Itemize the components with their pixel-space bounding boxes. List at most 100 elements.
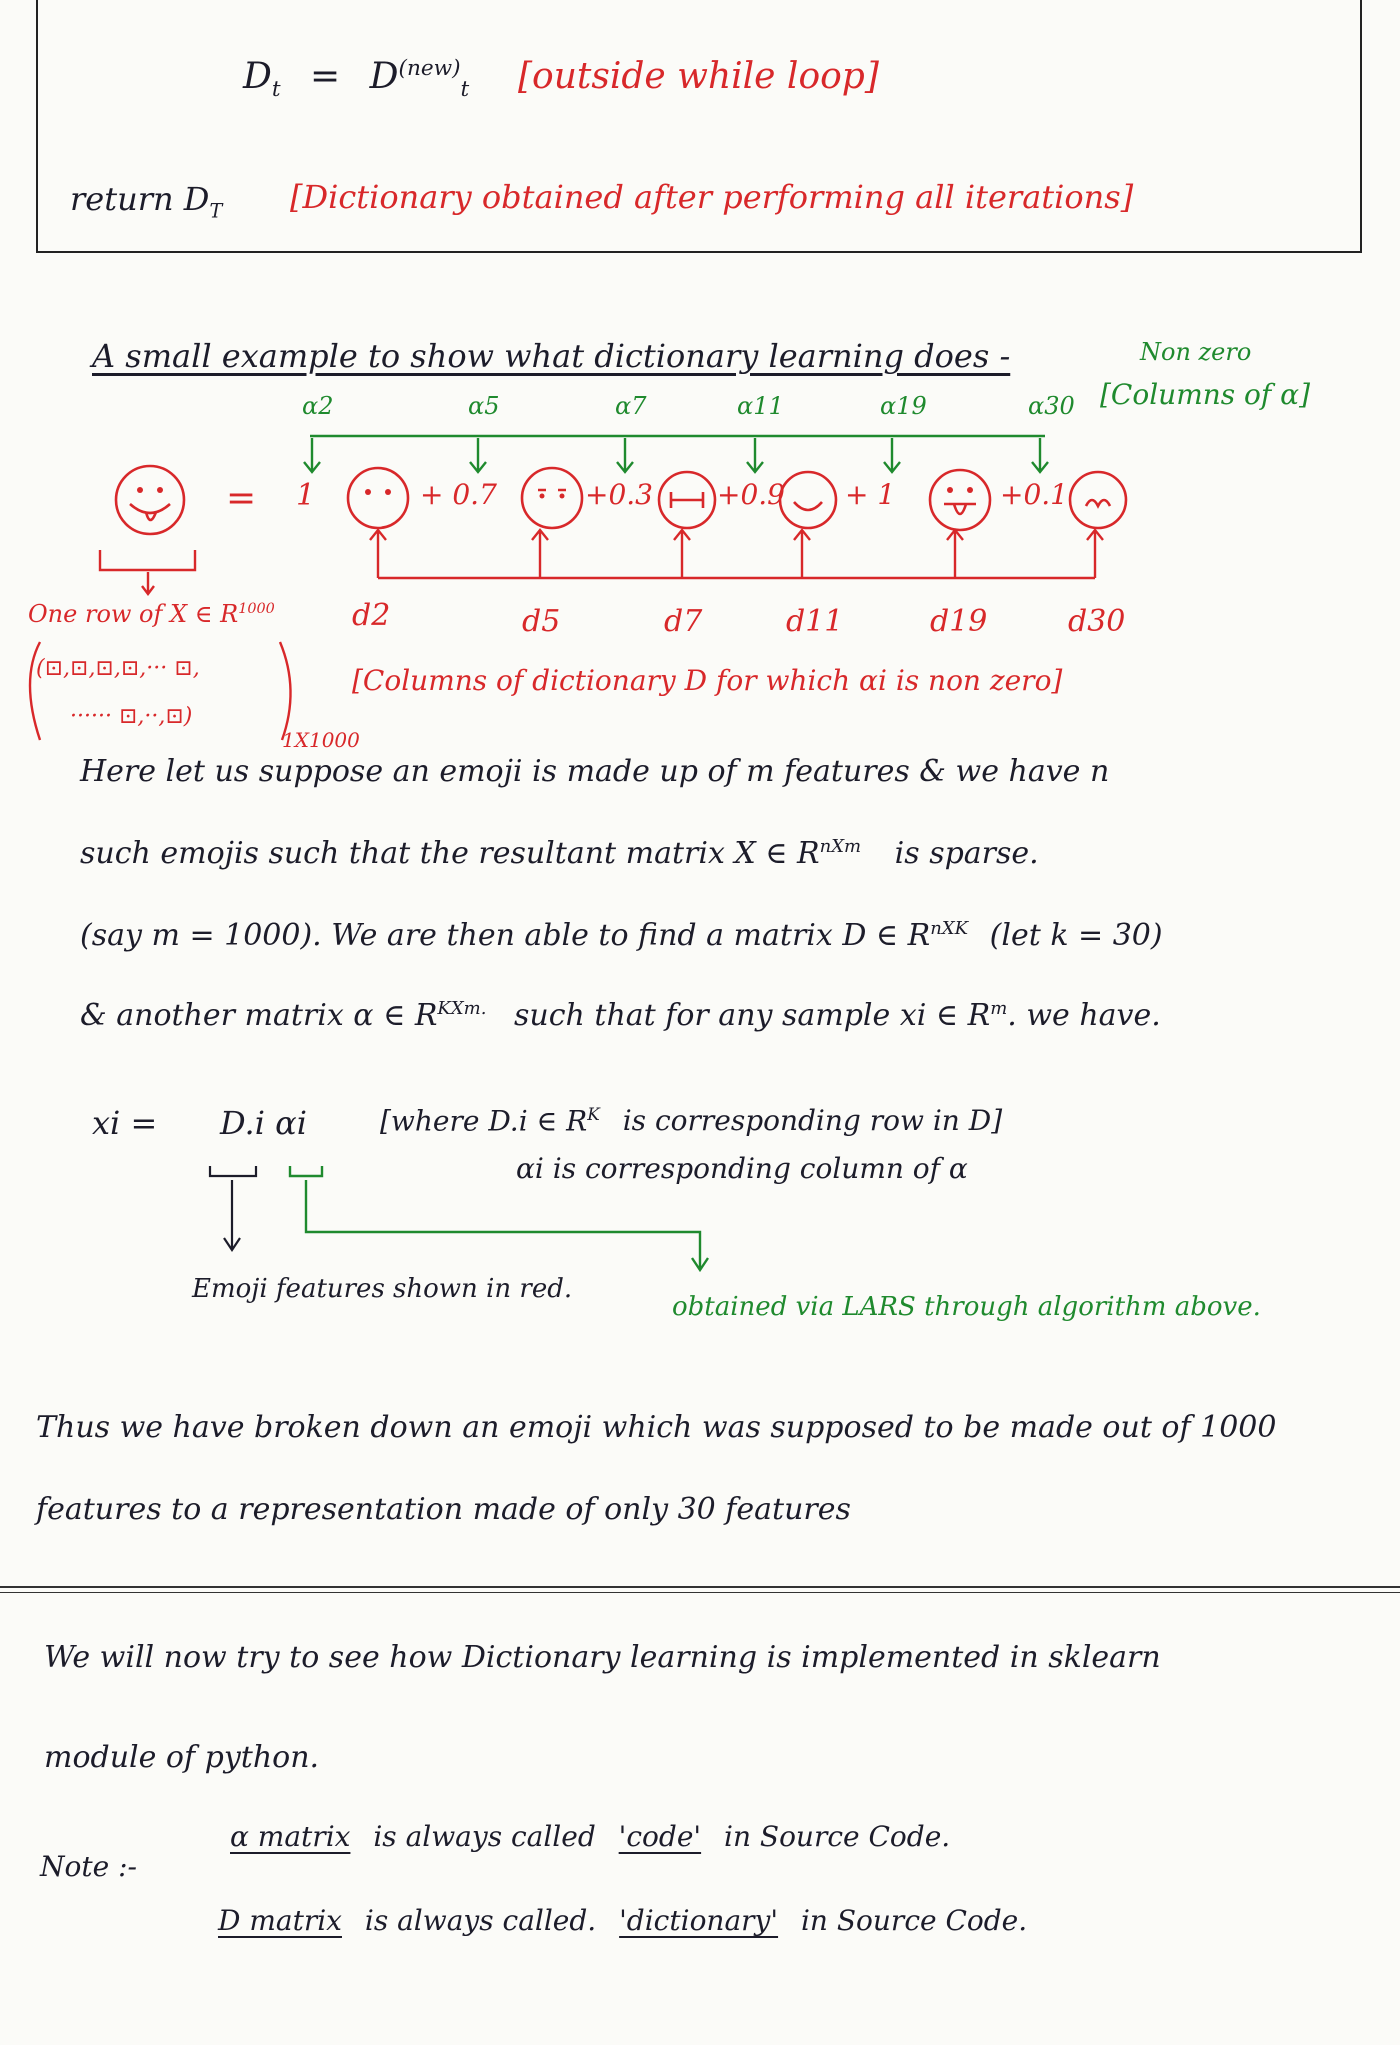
dictionary-arrows — [369, 528, 1104, 578]
alpha-matrix-term: α matrix — [230, 1820, 351, 1853]
coef-2: + 0.7 — [420, 478, 497, 511]
dt-rhs-sup: (new) — [398, 56, 461, 81]
paragraph-line-4: & another matrix α ∈ RKXm. such that for… — [80, 998, 1161, 1033]
row-vector-line1: (⊡,⊡,⊡,⊡,··· ⊡, — [36, 656, 200, 681]
where-1-sup: K — [587, 1104, 600, 1124]
dict-face-d7 — [657, 470, 717, 530]
where-1-text: [where D.i ∈ R — [380, 1104, 588, 1138]
d-label-5: d5 — [522, 604, 561, 639]
return-statement: return DT — [70, 180, 222, 222]
paragraph-line-1: Here let us suppose an emoji is made up … — [80, 754, 1110, 789]
dict-face-d5 — [520, 466, 584, 530]
p1-l2-end: is sparse. — [894, 836, 1039, 871]
alpha-label-7: α7 — [615, 392, 647, 420]
equation-where-line1: [where D.i ∈ RK is corresponding row in … — [380, 1104, 1002, 1137]
p1-l3-end: (let k = 30) — [989, 918, 1163, 953]
p1-l4-sup2: m — [990, 998, 1008, 1019]
row-vector-dim: 1X1000 — [282, 728, 360, 752]
return-lhs-sub: T — [209, 199, 223, 223]
row-vector-right-paren — [278, 641, 292, 741]
d-label-19: d19 — [930, 604, 988, 639]
coef-3: +0.3 — [585, 478, 653, 511]
dict-face-d19 — [928, 468, 992, 532]
one-row-text: One row of X ∈ R — [28, 600, 239, 628]
p1-l4-sup: KXm. — [437, 998, 487, 1019]
note2-rest: is always called. — [364, 1904, 597, 1937]
dictionary-obtained-note: [Dictionary obtained after performing al… — [290, 178, 1134, 216]
note-line-1: α matrix is always called 'code' in Sour… — [230, 1820, 950, 1853]
row-vector-line2: ······ ⊡,··,⊡) — [70, 704, 193, 729]
dt-lhs-sub: t — [271, 77, 281, 103]
d-bracket-arrow — [208, 1166, 258, 1252]
coef-5: + 1 — [845, 478, 896, 511]
d-label-2: d2 — [352, 598, 391, 633]
code-term: 'code' — [618, 1820, 702, 1853]
equation-where-line2: αi is corresponding column of α — [516, 1152, 968, 1185]
input-emoji-face — [114, 464, 186, 536]
dt-rhs-sub: t — [460, 77, 470, 103]
equation-lhs: xi = — [92, 1104, 158, 1142]
nonzero-label: Non zero — [1140, 338, 1252, 366]
p1-l4-end: such that for any sample xi ∈ R — [514, 998, 991, 1033]
sklearn-line-2: module of python. — [44, 1740, 320, 1775]
input-row-bracket — [98, 550, 197, 596]
where-1-end: is corresponding row in D] — [622, 1104, 1003, 1138]
p1-l3-sup: nXK — [930, 918, 969, 939]
d-matrix-term: D matrix — [218, 1904, 342, 1937]
equation-annotations — [208, 1166, 709, 1273]
emoji-equation-diagram — [28, 434, 1128, 741]
dict-face-d2 — [346, 466, 410, 530]
return-box — [36, 0, 1362, 253]
alpha-label-5: α5 — [468, 392, 500, 420]
one-row-label: One row of X ∈ R1000 — [28, 600, 275, 628]
columns-of-dictionary-note: [Columns of dictionary D for which αi is… — [352, 664, 1063, 697]
coef-1: 1 — [296, 478, 316, 513]
d-label-7: d7 — [664, 604, 703, 639]
p1-l4-text: & another matrix α ∈ R — [80, 998, 438, 1033]
columns-of-alpha-label: [Columns of α] — [1100, 378, 1310, 411]
dictionary-term: 'dictionary' — [619, 1904, 779, 1937]
section-divider — [0, 1586, 1400, 1588]
alpha-label-30: α30 — [1028, 392, 1075, 420]
note-label: Note :- — [40, 1850, 137, 1883]
coef-6: +0.1 — [1000, 478, 1068, 511]
section-divider-thin — [0, 1592, 1400, 1593]
return-lhs: return D — [70, 180, 210, 218]
paragraph-line-3: (say m = 1000). We are then able to find… — [80, 918, 1163, 953]
coef-4: +0.9 — [717, 478, 785, 511]
p1-l2-text: such emojis such that the resultant matr… — [80, 836, 820, 871]
dict-face-d11 — [778, 470, 838, 530]
row-vector-left-paren — [28, 641, 42, 741]
p1-l3-text: (say m = 1000). We are then able to find… — [80, 918, 931, 953]
dt-rhs: D — [369, 56, 399, 97]
note-line-2: D matrix is always called. 'dictionary' … — [218, 1904, 1027, 1937]
dt-lhs: D — [243, 56, 272, 97]
dt-assignment: Dt = D(new)t — [243, 56, 469, 102]
note2-end: in Source Code. — [800, 1904, 1028, 1937]
thus-line-1: Thus we have broken down an emoji which … — [36, 1410, 1277, 1445]
note1-end: in Source Code. — [724, 1820, 951, 1853]
outside-loop-note: [outside while loop] — [518, 56, 879, 97]
equals-sign: = — [226, 478, 257, 519]
alpha-arrow — [304, 1180, 709, 1273]
example-heading: A small example to show what dictionary … — [92, 337, 1011, 375]
thus-line-2: features to a representation made of onl… — [36, 1492, 851, 1527]
d-label-11: d11 — [786, 604, 844, 639]
alpha-label-19: α19 — [880, 392, 927, 420]
p1-l4-end2: . we have. — [1007, 998, 1161, 1033]
dict-face-d30 — [1068, 470, 1128, 530]
paragraph-line-2: such emojis such that the resultant matr… — [80, 836, 1039, 871]
obtained-via-lars-note: obtained via LARS through algorithm abov… — [672, 1292, 1261, 1322]
equation-rhs: D.i αi — [220, 1104, 307, 1142]
p1-l2-sup: nXm — [819, 836, 862, 857]
one-row-sup: 1000 — [238, 601, 275, 617]
dt-equals: = — [310, 56, 341, 97]
sklearn-line-1: We will now try to see how Dictionary le… — [44, 1640, 1161, 1675]
alpha-arrows — [303, 438, 1049, 474]
alpha-bracket — [288, 1166, 324, 1178]
note1-rest: is always called — [373, 1820, 596, 1853]
emoji-features-note: Emoji features shown in red. — [192, 1274, 573, 1304]
alpha-label-2: α2 — [302, 392, 334, 420]
alpha-label-11: α11 — [737, 392, 784, 420]
d-label-30: d30 — [1068, 604, 1126, 639]
